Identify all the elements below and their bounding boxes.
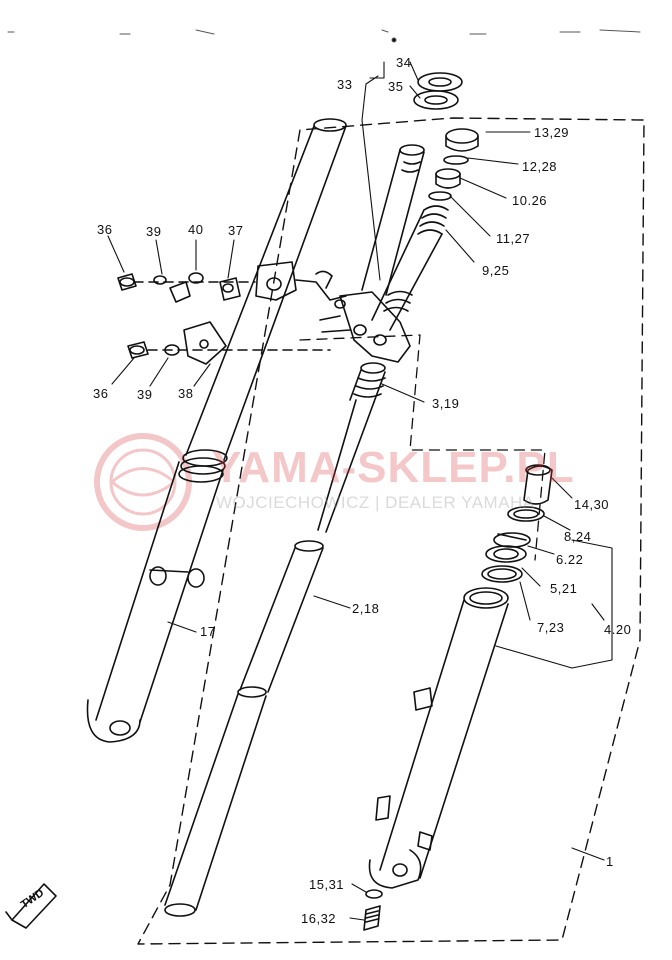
damper-group-boundary-dashed [299, 334, 546, 561]
part-label-12-28: 12,28 [522, 159, 558, 174]
part-label-37: 37 [228, 223, 244, 238]
lower-hardware [127, 321, 331, 365]
scan-artifacts [7, 29, 641, 43]
damper-rod-assembly [164, 362, 386, 917]
part-label-14-30: 14,30 [574, 497, 610, 512]
cap-washers [413, 72, 463, 110]
part-label-36-upper: 36 [97, 222, 113, 237]
cap-bolt-stack [371, 128, 479, 331]
part-label-39-upper: 39 [146, 224, 162, 239]
assembly-boundary-dashed [137, 117, 645, 945]
part-label-9-25: 9,25 [482, 263, 510, 278]
part-label-40: 40 [188, 222, 204, 237]
watermark-logo-icon [94, 433, 192, 531]
outer-tube-left [86, 118, 347, 743]
drain-bolt [363, 889, 383, 931]
seal-stack [481, 464, 553, 583]
part-label-36-lower: 36 [93, 386, 109, 401]
part-label-4-20: 4.20 [604, 622, 632, 637]
leader-lines [107, 61, 613, 921]
upper-hardware [117, 272, 256, 303]
part-label-8-24: 8,24 [564, 529, 592, 544]
part-label-7-23: 7,23 [537, 620, 565, 635]
part-label-3-19: 3,19 [432, 396, 460, 411]
inner-tube-right [361, 144, 425, 296]
part-label-11-27: 11,27 [496, 231, 531, 246]
part-label-13-29: 13,29 [534, 125, 570, 140]
part-label-38: 38 [178, 386, 194, 401]
front-direction-marker-icon [5, 883, 57, 929]
part-label-2-18: 2,18 [352, 601, 380, 616]
part-label-16-32: 16,32 [301, 911, 337, 926]
part-label-5-21: 5,21 [550, 581, 578, 596]
part-label-35: 35 [388, 79, 404, 94]
watermark-subtitle: WOJCIECHOWICZ | DEALER YAMAHA [216, 493, 535, 512]
part-label-1: 1 [606, 854, 614, 869]
watermark-title: YAMA-SKLEP.PL [212, 443, 575, 492]
part-label-10-26: 10.26 [512, 193, 548, 208]
part-label-39-lower: 39 [137, 387, 153, 402]
part-label-33: 33 [337, 77, 353, 92]
part-label-17: 17 [200, 624, 216, 639]
bracket-assembly [255, 261, 411, 363]
outer-tube-right [368, 587, 509, 889]
part-label-6-22: 6.22 [556, 552, 584, 567]
part-label-34: 34 [396, 55, 412, 70]
part-label-15-31: 15,31 [309, 877, 345, 892]
